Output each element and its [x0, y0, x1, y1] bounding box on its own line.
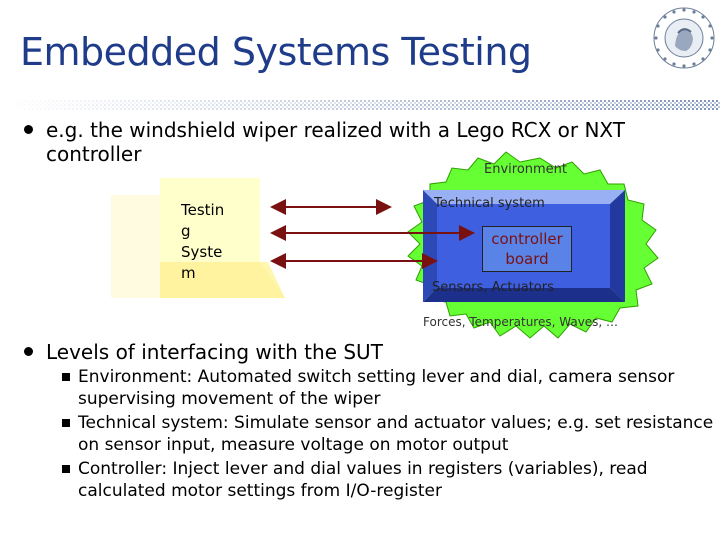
square-bullet-icon — [62, 465, 70, 473]
sub-bullet-technical-system: Technical system: Simulate sensor and ac… — [60, 412, 720, 456]
bullet-marker — [24, 125, 33, 134]
square-bullet-icon — [62, 419, 70, 427]
slide-title: Embedded Systems Testing — [20, 30, 532, 74]
bullet-text: Levels of interfacing with the SUT — [46, 340, 383, 364]
sub-bullet-list: Environment: Automated switch setting le… — [60, 366, 720, 504]
square-bullet-icon — [62, 373, 70, 381]
forces-label: Forces, Temperatures, Waves, … — [423, 315, 619, 329]
bullet-text: e.g. the windshield wiper realized with … — [46, 118, 625, 166]
sub-bullet-controller: Controller: Inject lever and dial values… — [60, 458, 720, 502]
testing-system-block — [111, 178, 285, 298]
environment-label: Environment — [484, 162, 568, 177]
technical-system-label: Technical system — [434, 196, 545, 211]
title-divider — [0, 100, 720, 110]
bullet-marker — [24, 347, 33, 356]
controller-board-box: controller board — [482, 226, 572, 272]
university-seal-logo — [653, 7, 715, 69]
testing-system-label: Testin g Syste m — [181, 201, 225, 282]
sensors-actuators-label: Sensors, Actuators — [432, 280, 554, 295]
sub-bullet-environment: Environment: Automated switch setting le… — [60, 366, 720, 410]
